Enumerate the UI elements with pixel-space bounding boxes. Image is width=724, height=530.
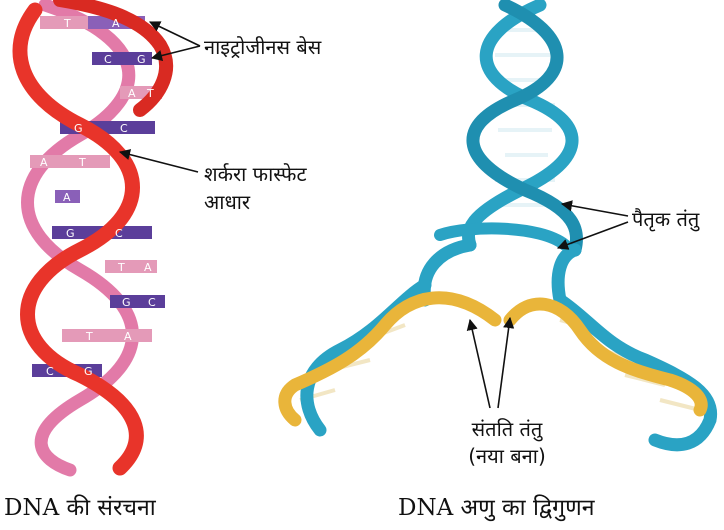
label-daughter-line1: संतति तंतु: [452, 416, 562, 443]
base-letter: A: [144, 261, 152, 274]
arrow-to-daughter-strand-1: [470, 320, 490, 408]
base-letter: A: [63, 191, 71, 204]
caption-dna-structure-latin: DNA: [4, 495, 59, 521]
dna-structure-figure: T A C G A T G C A T A G C T A G C T A C …: [20, 0, 200, 470]
base-letter: G: [66, 227, 75, 240]
caption-dna-replication-hindi: अणु का द्विगुणन: [461, 495, 595, 521]
base-letter: T: [117, 261, 125, 274]
base-letter: T: [63, 17, 71, 30]
base-letter: A: [112, 17, 120, 30]
base-letter: A: [128, 87, 136, 100]
base-pair-rungs: [30, 16, 165, 377]
base-letter: G: [122, 296, 131, 309]
base-letter: G: [137, 53, 146, 66]
base-letter: G: [84, 365, 93, 378]
base-letter: C: [148, 296, 156, 309]
caption-dna-structure: DNA की संरचना: [4, 494, 156, 522]
base-letter: T: [85, 330, 93, 343]
base-letter: C: [46, 365, 54, 378]
label-sugar-phosphate-backbone: शर्करा फास्फेट आधार: [204, 160, 307, 216]
base-letter: T: [78, 156, 86, 169]
base-letter: C: [104, 53, 112, 66]
parent-helix: [468, 5, 576, 250]
caption-dna-replication-latin: DNA: [398, 495, 453, 521]
base-letter: T: [146, 87, 154, 100]
base-letter: A: [124, 330, 132, 343]
base-letter: C: [120, 122, 128, 135]
label-daughter-strand: संतति तंतु (नया बना): [452, 416, 562, 470]
label-nitrogenous-base: नाइट्रोजीनस बेस: [204, 34, 321, 60]
label-daughter-line2: (नया बना): [452, 443, 562, 470]
base-letter: A: [40, 156, 48, 169]
label-backbone-line2: आधार: [204, 188, 307, 216]
label-parent-strand: पैतृक तंतु: [632, 206, 699, 232]
left-daughter-helix: [285, 285, 495, 430]
base-letter: G: [74, 122, 83, 135]
arrow-to-daughter-strand-2: [498, 318, 510, 408]
caption-dna-structure-hindi: की संरचना: [67, 495, 156, 521]
base-letter: C: [115, 227, 123, 240]
label-backbone-line1: शर्करा फास्फेट: [204, 160, 307, 188]
caption-dna-replication: DNA अणु का द्विगुणन: [398, 494, 594, 522]
